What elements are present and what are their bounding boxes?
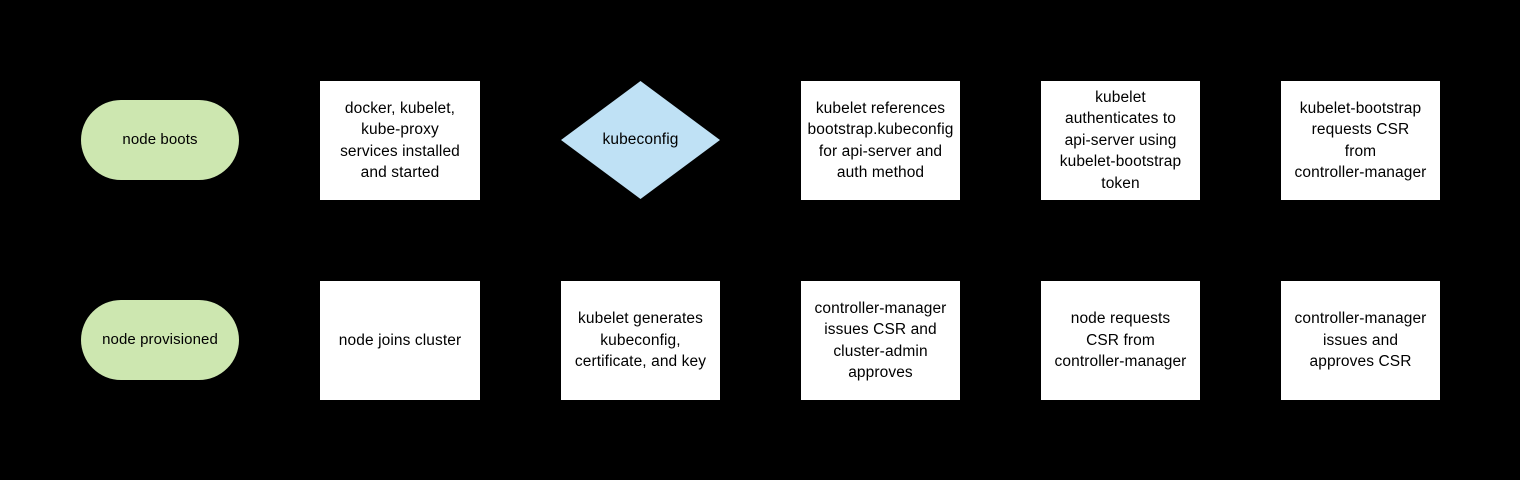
flow-node-kubelet-authenticates[interactable]: kubelet authenticates to api-server usin… — [1041, 81, 1200, 200]
flow-node-cm-issues-approves[interactable]: controller-manager issues and approves C… — [1281, 281, 1440, 400]
flow-node-node-joins-cluster[interactable]: node joins cluster — [320, 281, 480, 400]
node-label: node requests CSR from controller-manage… — [1054, 310, 1187, 371]
node-label: node provisioned — [102, 331, 218, 349]
flow-node-services-installed[interactable]: docker, kubelet, kube-proxy services ins… — [320, 81, 480, 200]
flow-node-node-requests-csr[interactable]: node requests CSR from controller-manage… — [1041, 281, 1200, 400]
flow-node-kubeconfig[interactable]: kubeconfig — [561, 81, 720, 199]
node-label: docker, kubelet, kube-proxy services ins… — [340, 99, 460, 182]
node-label: kubelet authenticates to api-server usin… — [1059, 88, 1182, 192]
node-label: controller-manager issues CSR and cluste… — [814, 299, 947, 382]
node-label: kubelet generates kubeconfig, certificat… — [574, 310, 707, 371]
flow-node-node-provisioned[interactable]: node provisioned — [81, 300, 239, 380]
flow-node-kubelet-references[interactable]: kubelet references bootstrap.kubeconfig … — [801, 81, 960, 200]
flow-node-node-boots[interactable]: node boots — [81, 100, 239, 180]
node-label: node joins cluster — [338, 331, 462, 349]
node-label: controller-manager issues and approves C… — [1294, 310, 1427, 371]
flow-node-cm-issues-csr[interactable]: controller-manager issues CSR and cluste… — [801, 281, 960, 400]
node-label: kubelet-bootstrap requests CSR from cont… — [1294, 99, 1427, 182]
flow-node-kubelet-generates[interactable]: kubelet generates kubeconfig, certificat… — [561, 281, 720, 400]
diamond-shape-icon — [561, 81, 720, 199]
node-label: node boots — [122, 131, 198, 149]
flow-node-bootstrap-requests-csr[interactable]: kubelet-bootstrap requests CSR from cont… — [1281, 81, 1440, 200]
node-label: kubeconfig — [602, 131, 679, 149]
node-label: kubelet references bootstrap.kubeconfig … — [807, 99, 954, 182]
